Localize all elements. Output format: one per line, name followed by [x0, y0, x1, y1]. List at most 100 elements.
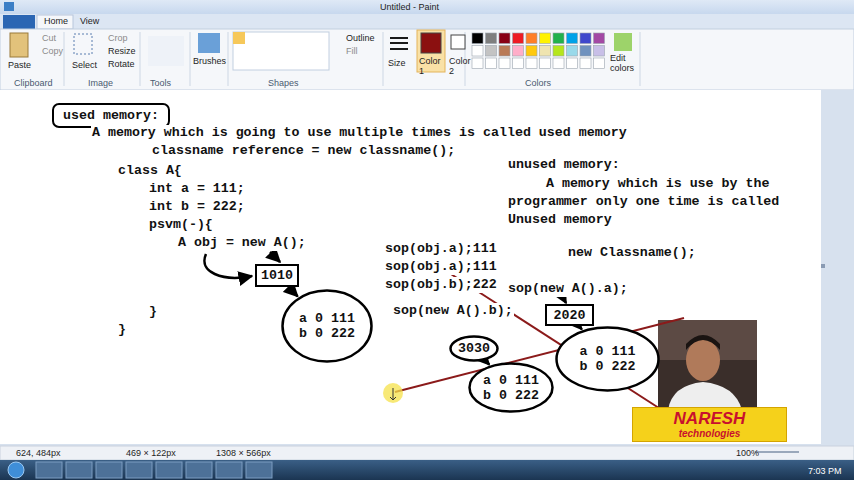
- code-line: class A{: [117, 163, 183, 179]
- code-line: sop(obj.a);111: [384, 259, 498, 275]
- presenter-shirt: [668, 382, 742, 410]
- code-line: sop(obj.a);111: [384, 241, 498, 257]
- canvas: [0, 90, 821, 444]
- palette-cell: [553, 33, 564, 44]
- palette-cell: [513, 46, 524, 57]
- shapes-gallery: [233, 32, 329, 70]
- presenter-head: [686, 339, 720, 381]
- code-line: psvm(-){: [148, 217, 214, 233]
- status-text: 469 × 122px: [126, 448, 176, 458]
- ribbon-button: Crop: [108, 33, 128, 43]
- address-ellipse: 3030: [449, 335, 499, 362]
- group-name: Shapes: [268, 78, 299, 88]
- object-circle: a 0 111b 0 222: [468, 362, 554, 413]
- size-icon: [390, 38, 408, 49]
- logo-text: technologies: [679, 428, 741, 439]
- code-line: sop(obj.b);222: [384, 277, 498, 293]
- group-name: Image: [88, 78, 113, 88]
- arrow-connector: [486, 361, 489, 364]
- app-icon: [4, 2, 14, 11]
- ribbon-button: Outline: [346, 33, 375, 43]
- tab-strip: [0, 14, 854, 29]
- palette-cell: [499, 33, 510, 44]
- group-name: Tools: [150, 78, 171, 88]
- zoom-slider: [755, 451, 799, 453]
- palette-cell: [567, 33, 578, 44]
- paste-icon: [10, 33, 28, 57]
- tools-icons: [148, 36, 184, 66]
- palette-cell: [553, 58, 564, 69]
- code-line: int a = 111;: [148, 181, 246, 197]
- cursor-highlight: [383, 383, 403, 403]
- select-icon: [74, 34, 92, 54]
- color-palette: [472, 33, 605, 69]
- code-line: }: [117, 322, 127, 338]
- color1-swatch: [421, 33, 441, 53]
- node-text: 2020: [554, 308, 586, 323]
- ribbon-button: Resize: [108, 46, 136, 56]
- status-text: 624, 484px: [16, 448, 61, 458]
- palette-cell: [513, 33, 524, 44]
- presenter-photo: [658, 320, 757, 410]
- start-button: [8, 462, 24, 478]
- status-bar: [0, 446, 854, 460]
- node-text: b 0 222: [483, 388, 539, 403]
- status-text: 100%: [736, 448, 759, 458]
- presenter-hair: [686, 335, 720, 350]
- node-text: 1010: [261, 268, 293, 283]
- node-text: b 0 222: [580, 359, 636, 374]
- palette-cell: [486, 58, 497, 69]
- canvas-ground: [0, 90, 854, 446]
- ribbon-tab: Home: [44, 16, 68, 26]
- node-text: b 0 222: [299, 326, 355, 341]
- palette-cell: [486, 46, 497, 57]
- file-tab: [3, 15, 35, 29]
- palette-cell: [580, 46, 591, 57]
- palette-cell: [486, 33, 497, 44]
- shape-selected: [233, 32, 245, 44]
- code-line: int b = 222;: [148, 199, 246, 215]
- taskbar: [0, 460, 854, 480]
- palette-cell: [553, 46, 564, 57]
- arrow-connector: [289, 288, 298, 297]
- code-line: A obj = new A();: [177, 235, 307, 251]
- object-circle: a 0 111b 0 222: [281, 289, 373, 363]
- syntax-text: new Classname();: [567, 245, 697, 261]
- palette-cell: [526, 33, 537, 44]
- palette-cell: [594, 46, 605, 57]
- ribbon-button: Size: [388, 58, 406, 68]
- logo-text: NARESH: [674, 410, 746, 428]
- ribbon-button: Color 2: [449, 56, 467, 76]
- definition-text: A memory which is use by the programmer …: [507, 175, 801, 229]
- palette-cell: [499, 58, 510, 69]
- brushes-icon: [198, 33, 220, 53]
- code-line: }: [148, 304, 158, 320]
- ribbon-button: Color 1: [419, 56, 443, 76]
- group-name: Clipboard: [14, 78, 53, 88]
- node-text: a 0 111: [483, 373, 539, 388]
- group-name: Colors: [525, 78, 551, 88]
- code-line: sop(new A().a);: [507, 281, 629, 297]
- ribbon-button: Paste: [8, 60, 31, 70]
- palette-cell: [472, 46, 483, 57]
- palette-cell: [526, 46, 537, 57]
- object-circle: a 0 111b 0 222: [555, 326, 660, 392]
- ribbon-button: Copy: [42, 46, 63, 56]
- node-text: a 0 111: [299, 311, 355, 326]
- palette-cell: [472, 33, 483, 44]
- palette-cell: [526, 58, 537, 69]
- reference-arrow: [270, 252, 280, 262]
- palette-cell: [567, 58, 578, 69]
- arrow-connector: [580, 327, 582, 329]
- group-separators: [64, 32, 640, 86]
- status-text: 1308 × 566px: [216, 448, 271, 458]
- clock-text: 7:03 PM: [808, 466, 842, 476]
- palette-cell: [540, 58, 551, 69]
- edit-colors-icon: [614, 33, 632, 51]
- title-bar: [0, 0, 854, 14]
- palette-cell: [540, 33, 551, 44]
- ribbon-button: Cut: [42, 33, 56, 43]
- node-text: used memory:: [63, 108, 159, 123]
- home-tab: [37, 15, 73, 29]
- code-line: sop(new A().b);: [392, 303, 514, 319]
